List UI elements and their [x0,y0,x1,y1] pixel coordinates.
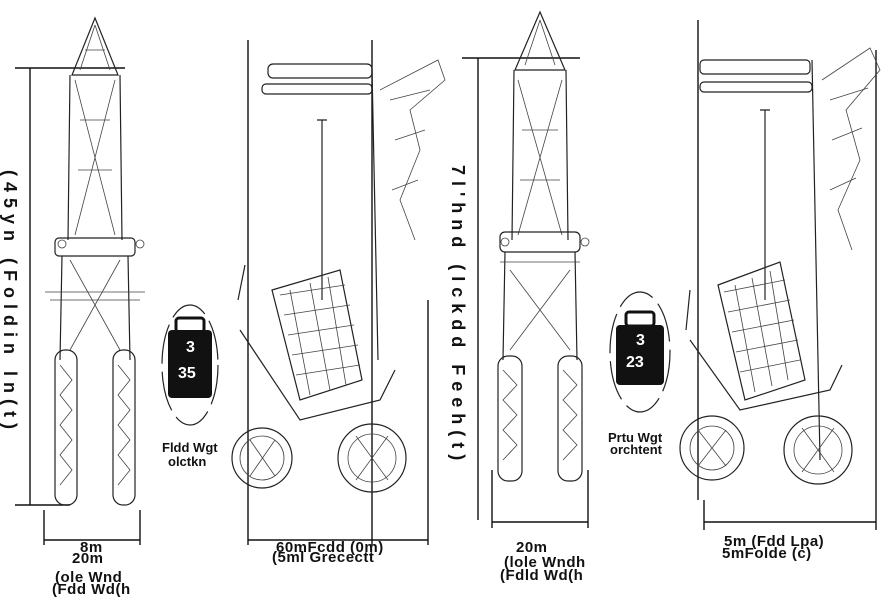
weight-caption-1-line-2: olctkn [168,454,206,469]
unfolded-width-label-bottom-1: (lole Wndh [504,554,586,571]
folded-width-label-top: 8m [80,539,103,556]
weight-badge-2-value: 23 [626,354,644,371]
unfolded-side-width-label-top: 5m (Fdd Lpa) [724,533,824,550]
folded-width-label-bottom-1: (ole Wnd [55,569,122,586]
unfolded-side-view [679,20,881,530]
folded-side-view [231,40,446,545]
folded-front-view [15,16,145,545]
weight-badge-2 [609,291,671,413]
weight-badge-1-top: 3 [186,339,195,356]
weight-badge-1-value: 35 [178,365,196,382]
weight-caption-2-line-1: Prtu Wgt [608,430,663,445]
weight-caption-1-line-1: Fldd Wgt [162,440,218,455]
folded-width-label-bottom-2: (Fdd Wd(h [52,581,131,598]
weight-badge-2-top: 3 [636,332,645,349]
folded-width-label-mid: 20m [72,550,104,567]
folded-height-label: (45yn (Foldin ln(t) [0,170,20,435]
unfolded-front-view [462,10,590,528]
unfolded-width-label-bottom-2: (Fdld Wd(h [500,567,583,584]
weight-caption-2-line-2: orchtent [610,442,663,457]
unfolded-height-label: 7l'hnd (Ickdd Feeh(t) [448,165,468,466]
unfolded-width-label-top: 20m [516,539,548,556]
side-width-label-top: 60mFcdd (0m) [276,539,384,556]
weight-badge-1 [161,304,219,426]
side-width-label-bottom: (5ml Grecectt [272,549,374,566]
unfolded-side-width-label-bottom: 5mFolde (c) [722,545,812,562]
